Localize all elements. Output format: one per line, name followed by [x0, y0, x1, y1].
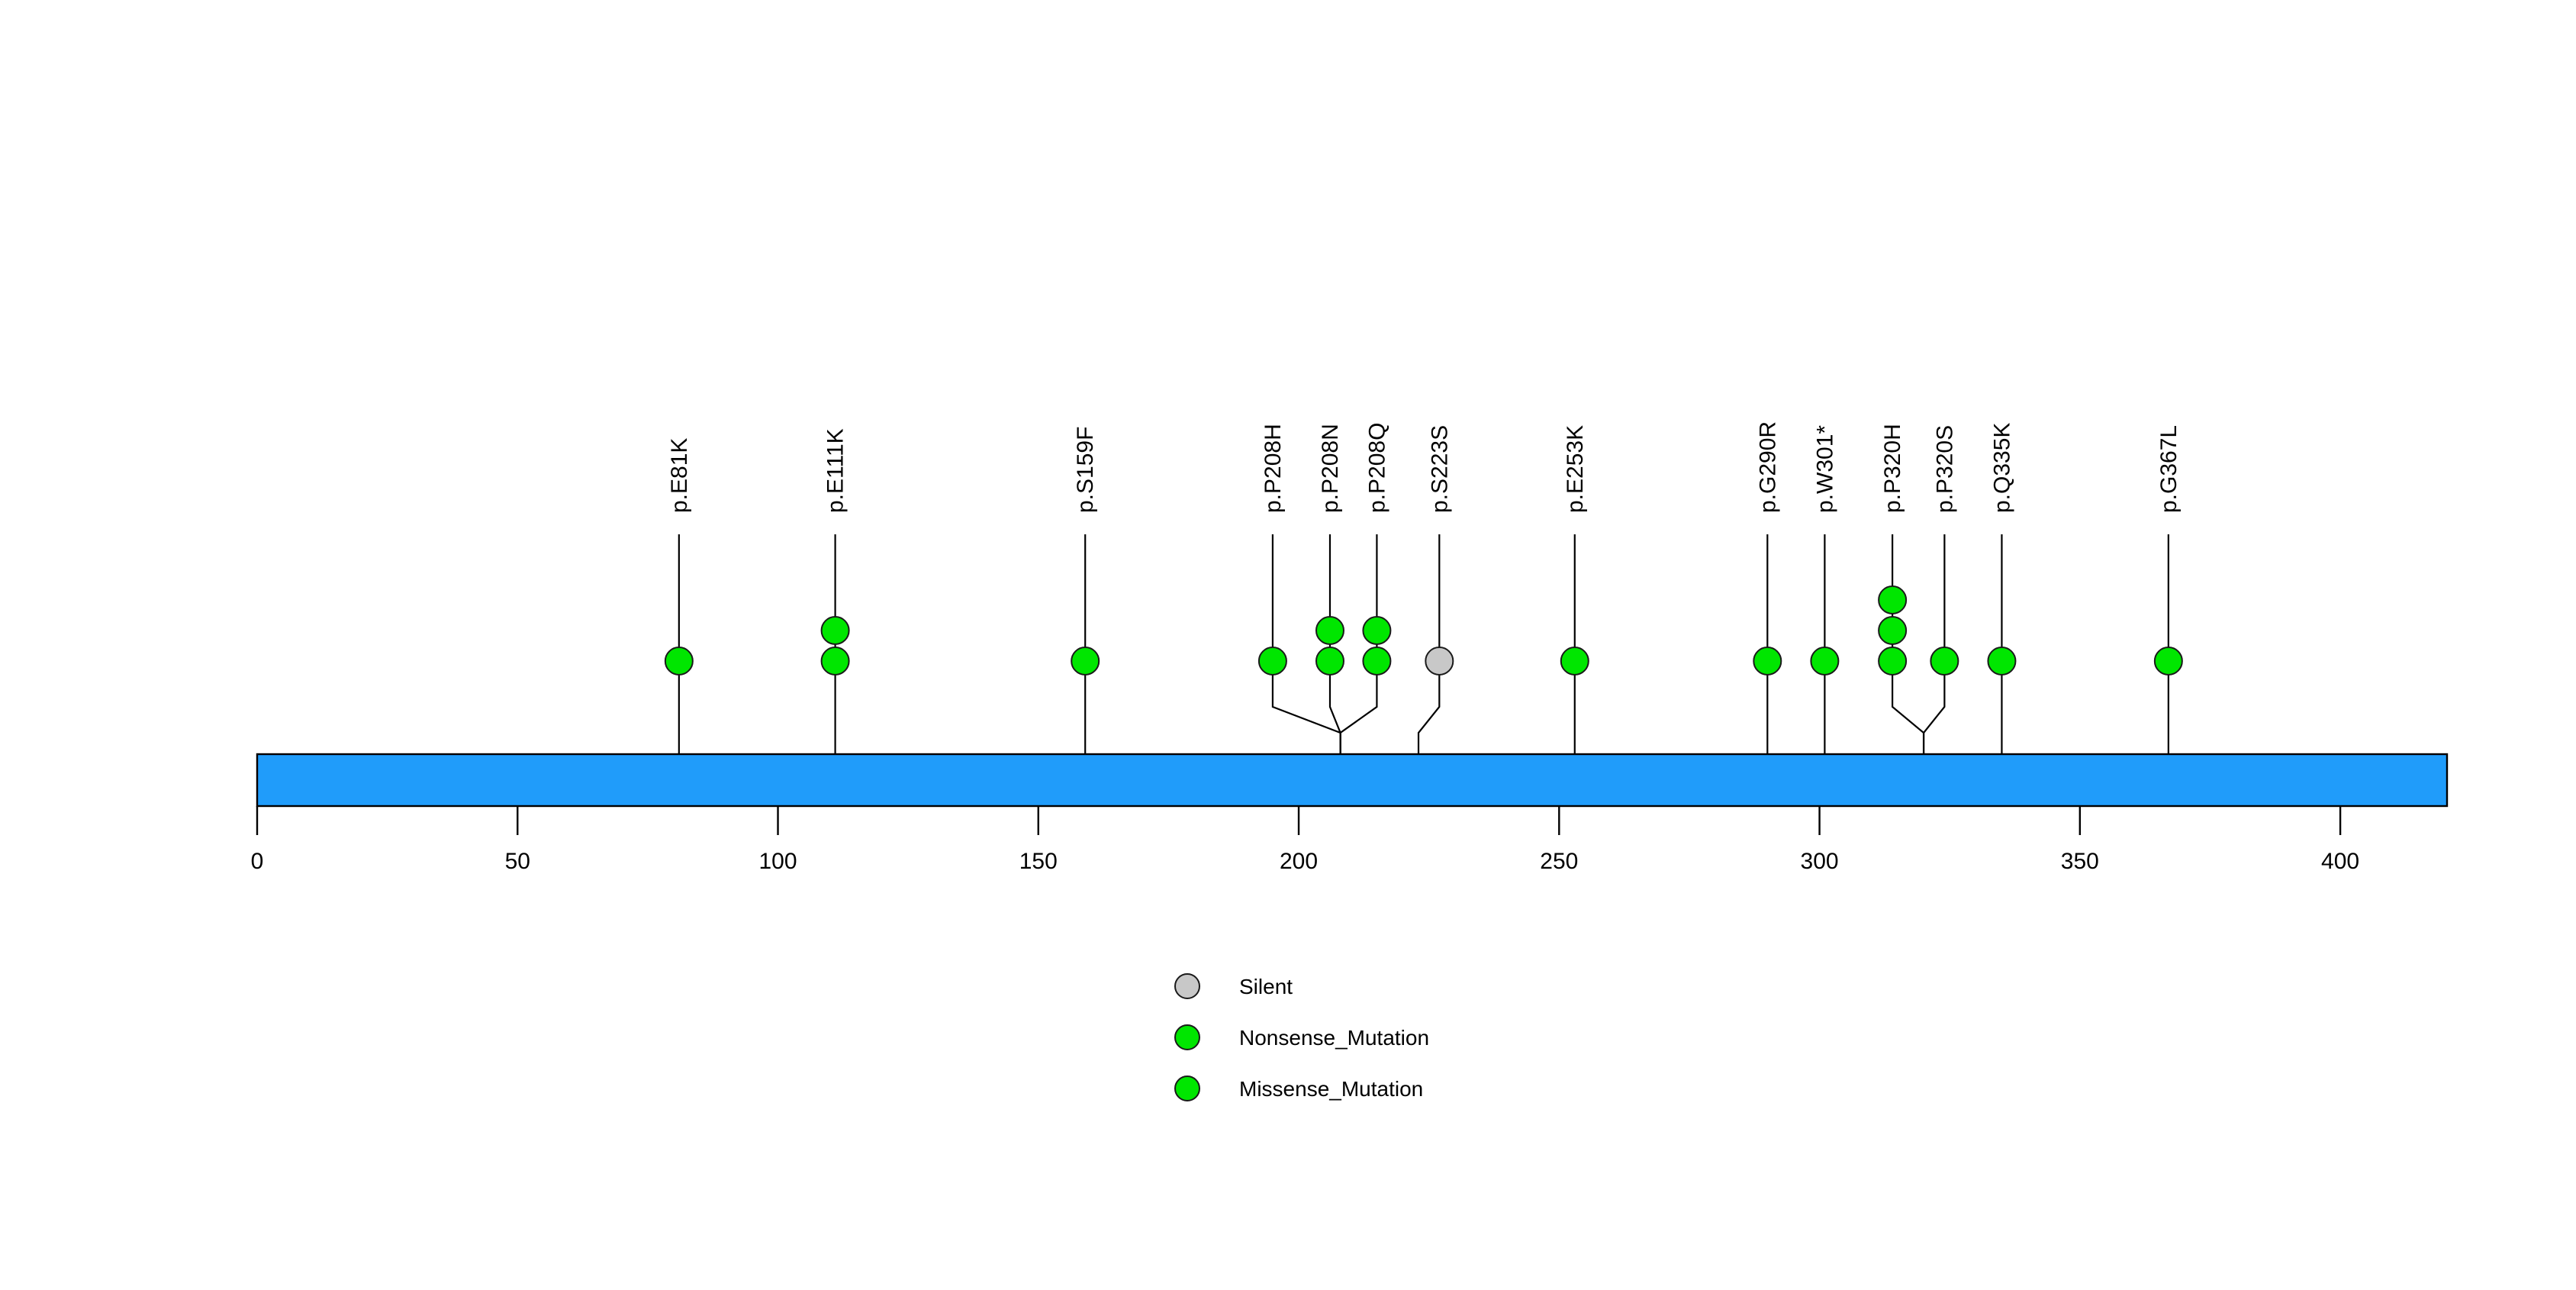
- mutation-label: p.Q335K: [1989, 423, 2014, 513]
- legend-swatch: [1174, 973, 1200, 999]
- mutation-label: p.P320S: [1932, 425, 1957, 513]
- mutation-label: p.P208Q: [1364, 423, 1389, 513]
- mutation-label: p.G367L: [2156, 425, 2182, 513]
- axis-layer: 0 50 100 150 200 250 300 350 400: [251, 806, 2359, 874]
- legend-swatch: [1174, 1076, 1200, 1101]
- axis-tick-label: 0: [251, 849, 264, 874]
- mutation-label: p.G290R: [1755, 421, 1780, 513]
- lollipop-dot[interactable]: [1425, 647, 1454, 676]
- legend-label: Missense_Mutation: [1239, 1077, 1423, 1101]
- lollipop-dot[interactable]: [1560, 647, 1589, 676]
- mutation-label: p.P208H: [1261, 424, 1286, 513]
- axis-tick-label: 100: [758, 849, 797, 874]
- axis-tick-label: 150: [1019, 849, 1058, 874]
- lollipop-dot[interactable]: [820, 647, 850, 676]
- lollipop-dot[interactable]: [820, 616, 850, 645]
- lollipop-dot[interactable]: [1071, 647, 1100, 676]
- legend-label: Silent: [1239, 975, 1293, 998]
- lollipop-dot[interactable]: [1315, 616, 1344, 645]
- axis-tick-label: 50: [505, 849, 530, 874]
- protein-bar: [256, 753, 2449, 808]
- lollipop-dot[interactable]: [1987, 647, 2017, 676]
- mutation-label: p.E111K: [823, 428, 848, 513]
- lollipop-dot[interactable]: [1930, 647, 1959, 676]
- axis-tick-label: 400: [2321, 849, 2359, 874]
- mutation-label: p.S159F: [1073, 427, 1098, 513]
- lollipop-dot[interactable]: [1878, 616, 1908, 645]
- lollipop-dot[interactable]: [1315, 647, 1344, 676]
- lollipop-dot[interactable]: [1257, 647, 1287, 676]
- axis-tick-label: 200: [1280, 849, 1318, 874]
- mutation-label: p.W301*: [1812, 425, 1837, 513]
- mutation-label: p.P320H: [1880, 424, 1905, 513]
- lollipop-dot[interactable]: [1362, 647, 1392, 676]
- legend-label: Nonsense_Mutation: [1239, 1026, 1429, 1050]
- mutation-labels-layer: p.E81K p.E111K p.S159F p.P208H p.P208N p.P208…: [667, 421, 2182, 513]
- mutation-label: p.E81K: [667, 438, 692, 513]
- axis-tick-label: 350: [2061, 849, 2099, 874]
- protein-bar-layer: [256, 753, 2449, 808]
- lollipop-dot[interactable]: [664, 647, 694, 676]
- legend-swatch: [1174, 1024, 1200, 1050]
- lollipop-dots-layer: [664, 585, 2183, 676]
- lollipop-dot[interactable]: [2153, 647, 2183, 676]
- axis-tick-label: 250: [1540, 849, 1578, 874]
- lollipop-dot[interactable]: [1753, 647, 1782, 676]
- mutation-label: p.E253K: [1563, 425, 1588, 513]
- lollipop-dot[interactable]: [1878, 585, 1908, 614]
- mutation-label: p.S223S: [1427, 425, 1452, 513]
- lollipop-dot[interactable]: [1362, 616, 1392, 645]
- lollipop-dot[interactable]: [1810, 647, 1840, 676]
- lollipop-dot[interactable]: [1878, 647, 1908, 676]
- mutation-label: p.P208N: [1318, 424, 1343, 513]
- axis-tick-label: 300: [1801, 849, 1839, 874]
